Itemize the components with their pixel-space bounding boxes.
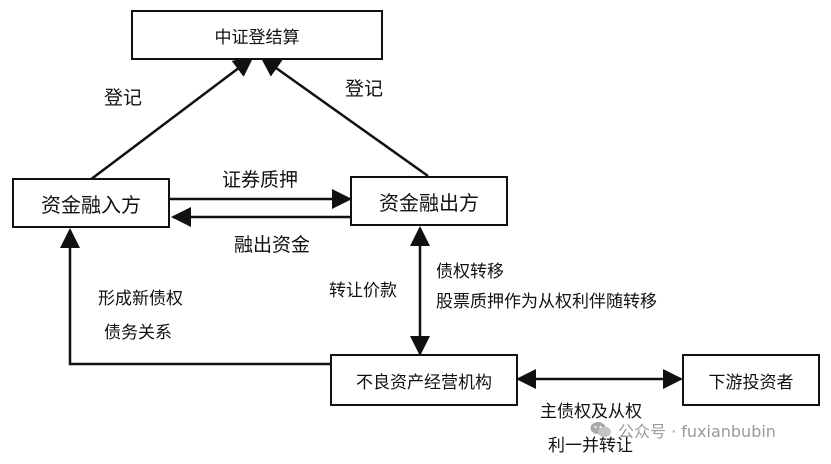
- label-main-debt-line1: 主债权及从权: [540, 402, 642, 422]
- node-csdc-label: 中证登结算: [214, 27, 300, 48]
- node-lender: 资金融出方: [350, 176, 508, 226]
- wechat-icon: [590, 422, 611, 438]
- label-debt-transfer-line2: 股票质押作为从权利伴随转移: [436, 292, 657, 312]
- watermark: 公众号 · fuxianbubin: [590, 418, 776, 442]
- node-npa-operator-label: 不良资产经营机构: [356, 372, 492, 393]
- node-lender-label: 资金融出方: [379, 190, 479, 215]
- label-lend-funds: 融出资金: [234, 234, 311, 256]
- node-downstream-investor: 下游投资者: [682, 354, 820, 406]
- arrow-borrower-to-csdc: [89, 56, 254, 181]
- label-transfer-price: 转让价款: [329, 281, 397, 301]
- arrow-lender-to-csdc: [260, 56, 429, 178]
- node-downstream-investor-label: 下游投资者: [708, 372, 794, 393]
- node-npa-operator: 不良资产经营机构: [330, 354, 518, 406]
- watermark-text: 公众号 · fuxianbubin: [618, 422, 776, 441]
- label-lender-register: 登记: [345, 78, 384, 100]
- label-new-debt-line1: 形成新债权: [98, 289, 183, 309]
- node-borrower-label: 资金融入方: [41, 192, 141, 217]
- arrow-npa-to-borrower: [60, 228, 332, 366]
- label-borrower-register: 登记: [104, 87, 143, 109]
- node-csdc: 中证登结算: [131, 10, 383, 60]
- label-main-debt-line2: 利一并转让: [548, 436, 633, 456]
- label-securities-pledge: 证券质押: [222, 169, 299, 191]
- label-debt-transfer-line1: 债权转移: [436, 262, 504, 282]
- node-borrower: 资金融入方: [12, 178, 170, 228]
- label-new-debt-line2: 债务关系: [104, 323, 172, 343]
